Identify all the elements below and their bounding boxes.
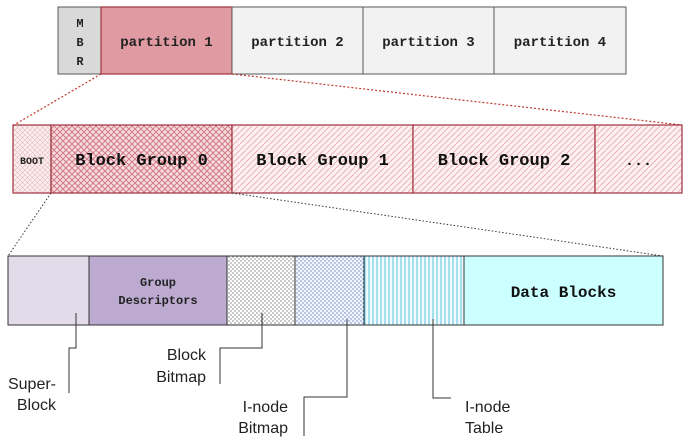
mbr-letter-m: M	[76, 17, 83, 31]
callout-labels: Super- Block Block Bitmap I-node Bitmap …	[8, 347, 511, 437]
zoom-line-right-1	[231, 73, 683, 126]
block-group-0-label: Block Group 0	[75, 152, 208, 171]
mbr-cell	[57, 6, 102, 75]
block-group-2-label: Block Group 2	[438, 152, 571, 171]
partition-1-cell	[100, 6, 233, 75]
inode-bitmap-label-line-1: I-node	[243, 399, 288, 416]
inode-table-leader	[432, 319, 451, 399]
more-groups-label: ...	[625, 153, 652, 170]
block-group-1-label: Block Group 1	[256, 152, 389, 171]
block-bitmap-label-line-2: Bitmap	[156, 369, 206, 386]
mbr-letter-b: B	[76, 36, 83, 50]
callout-lines	[68, 313, 451, 436]
disk-row: M B R partition 1 partition 2 partition …	[57, 6, 627, 75]
partition-4-label: partition 4	[514, 35, 606, 51]
group-descriptors-line-2: Descriptors	[118, 294, 197, 308]
partition-4-cell	[493, 6, 627, 75]
inode-bitmap-leader	[303, 319, 348, 436]
superblock-cell	[7, 255, 90, 326]
group-descriptors-cell	[88, 255, 228, 326]
mbr-letter-r: R	[76, 55, 84, 69]
block-group-2-cell	[412, 124, 596, 194]
partition-2-label: partition 2	[251, 35, 343, 51]
partition-1-label: partition 1	[120, 35, 212, 51]
zoom-line-left-1	[13, 73, 102, 126]
zoom-line-left-2	[7, 192, 52, 257]
zoom-line-right-2	[231, 192, 664, 257]
block-bitmap-label-line-1: Block	[167, 347, 207, 364]
block-bitmap-leader	[219, 313, 263, 384]
superblock-label-line-1: Super-	[8, 376, 56, 393]
partition-row: BOOT Block Group 0 Block Group 1 Block G…	[12, 124, 683, 194]
boot-label: BOOT	[20, 157, 44, 168]
data-blocks-label: Data Blocks	[511, 284, 617, 302]
superblock-label-line-2: Block	[17, 397, 57, 414]
partition-3-cell	[362, 6, 495, 75]
data-blocks-cell	[463, 255, 664, 326]
inode-table-cell	[363, 255, 465, 326]
inode-table-label-line-2: Table	[465, 420, 503, 437]
more-groups-cell	[594, 124, 683, 194]
group-descriptors-line-1: Group	[140, 276, 176, 290]
partition-2-cell	[231, 6, 364, 75]
block-group-1-cell	[231, 124, 414, 194]
inode-bitmap-cell	[294, 255, 365, 326]
block-group-0-cell	[50, 124, 233, 194]
boot-cell	[12, 124, 52, 194]
superblock-leader	[68, 313, 77, 393]
inode-table-label-line-1: I-node	[465, 399, 510, 416]
block-group-row: Group Descriptors Data Blocks	[7, 255, 664, 326]
inode-bitmap-label-line-2: Bitmap	[238, 420, 288, 437]
block-bitmap-cell	[226, 255, 296, 326]
partition-3-label: partition 3	[382, 35, 474, 51]
